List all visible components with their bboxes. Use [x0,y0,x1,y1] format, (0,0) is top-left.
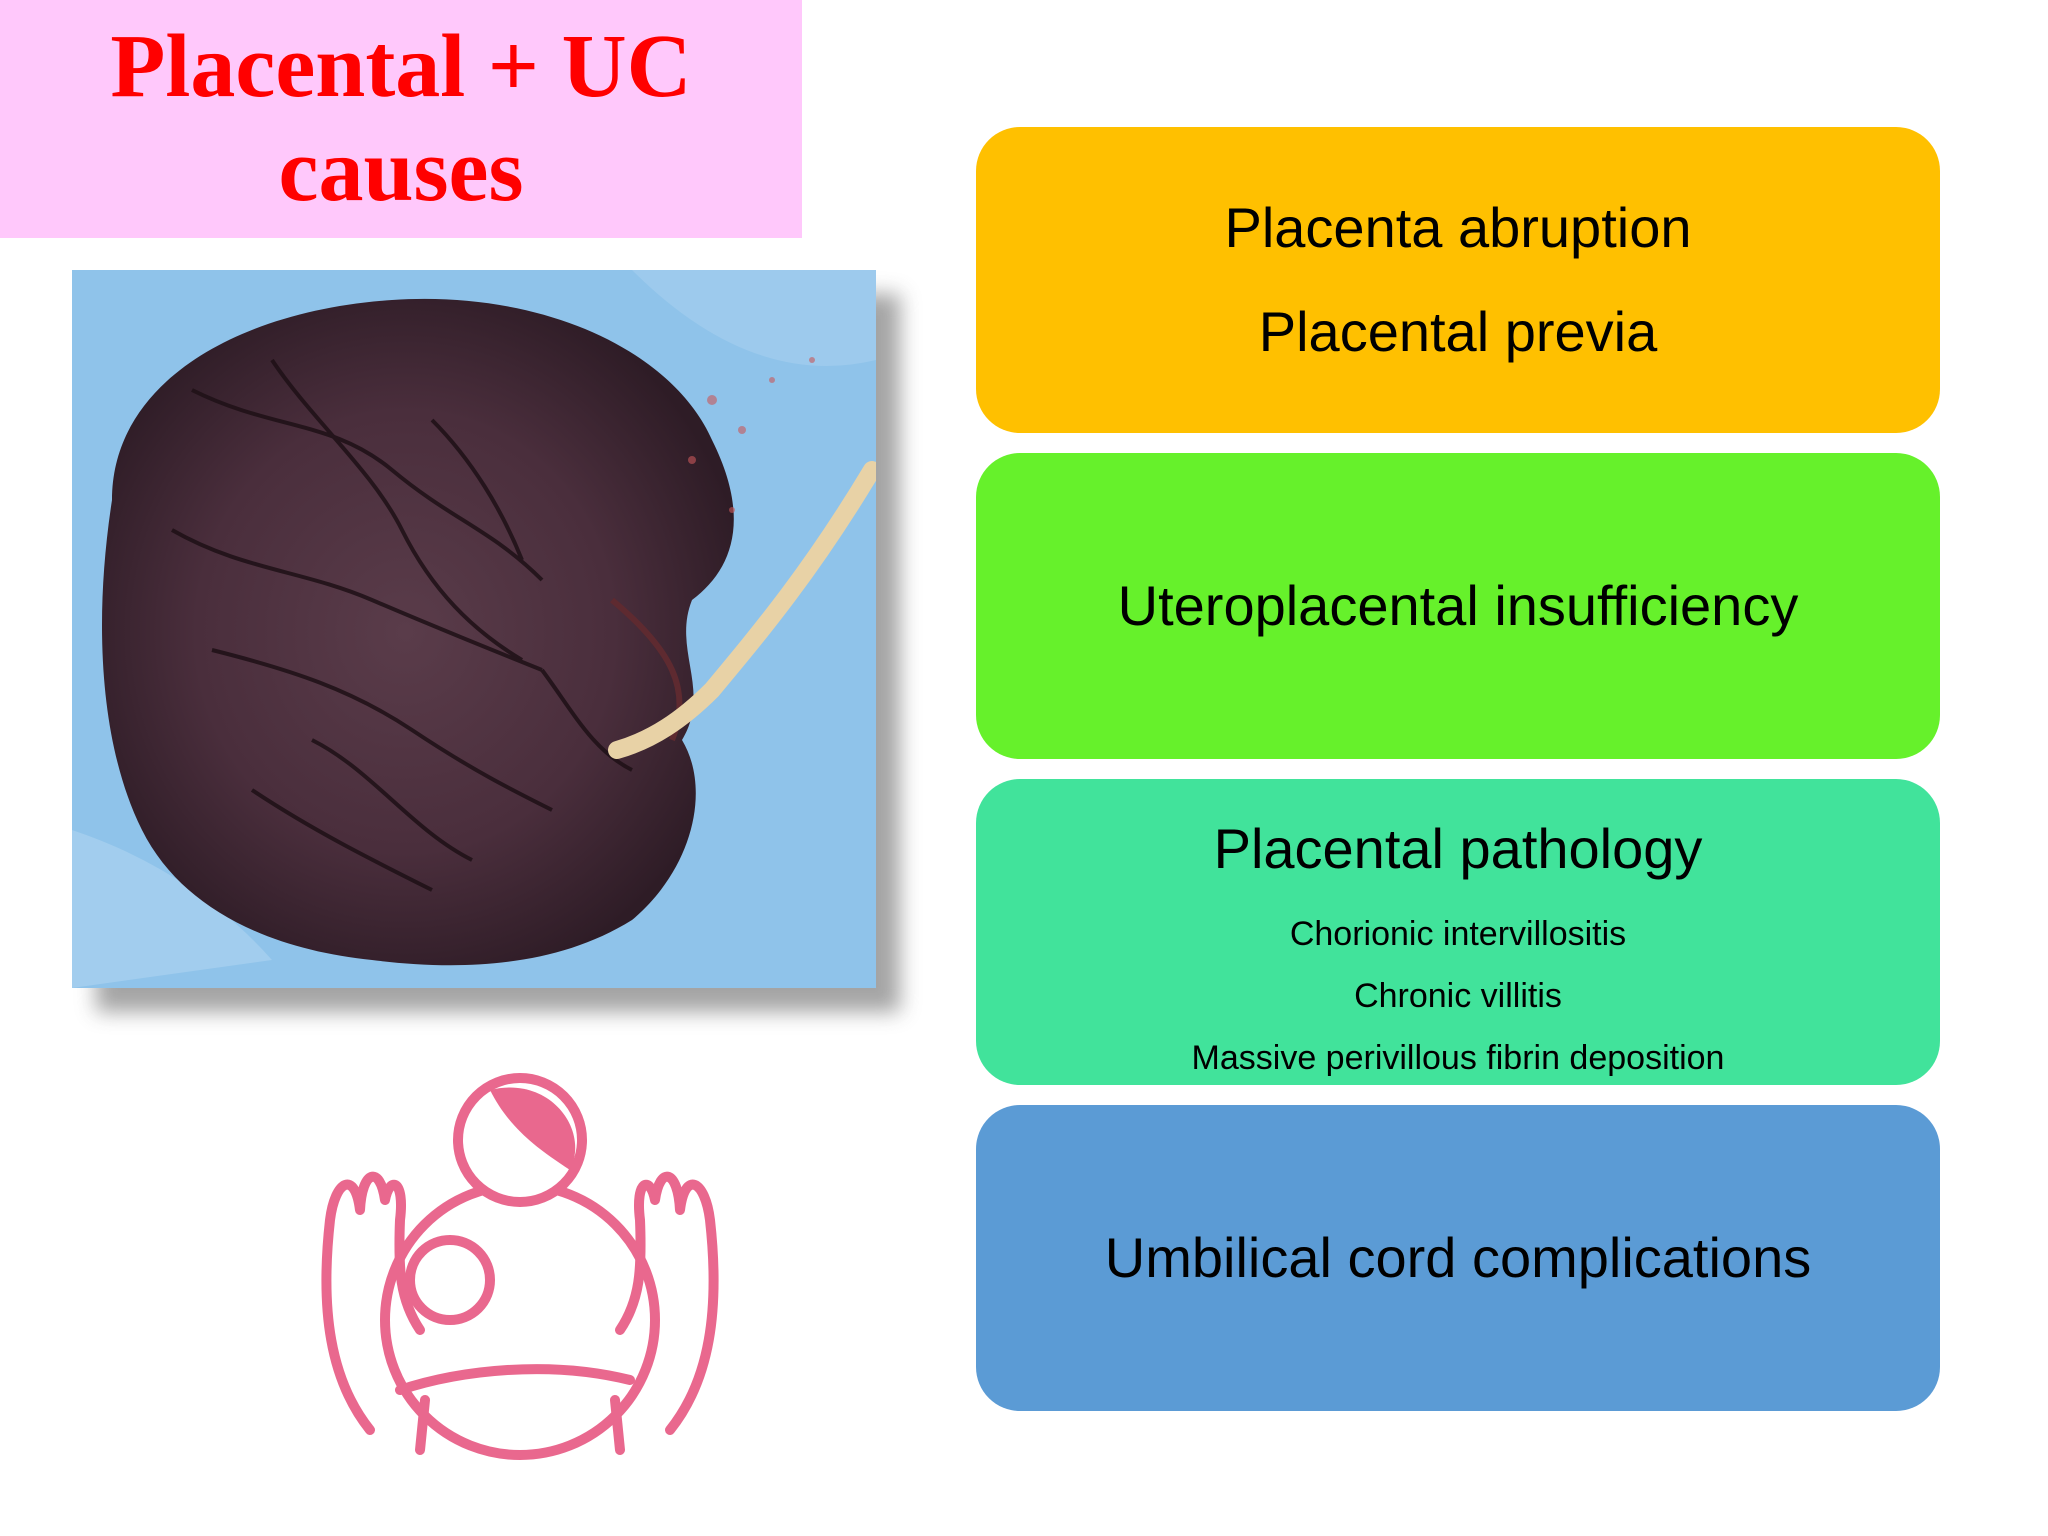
card-2-line-1: Uteroplacental insufficiency [1117,574,1799,637]
card-1-line-2: Placental previa [1258,300,1658,363]
card-3-item-3: Massive perivillous fibrin deposition [1191,1039,1725,1077]
slide-title-line-2: causes [278,121,524,220]
card-umbilical-cord: Umbilical cord complications [976,1105,1940,1411]
card-placental-pathology: Placental pathology Chorionic intervillo… [976,779,1940,1085]
card-1-line-1: Placenta abruption [1224,196,1692,259]
card-3-heading: Placental pathology [1213,817,1703,880]
slide-title-line-1: Placental + UC [110,17,692,116]
card-placental-causes: Placenta abruption Placental previa [976,127,1940,433]
placenta-photo-frame [72,270,900,1012]
card-4-line-1: Umbilical cord complications [1104,1226,1812,1289]
mother-child-hands-icon [300,1070,740,1470]
card-3-item-1: Chorionic intervillositis [1289,915,1627,953]
card-uteroplacental: Uteroplacental insufficiency [976,453,1940,759]
placenta-photo [72,270,876,988]
title-box: Placental + UC causes [0,0,802,238]
card-3-item-2: Chronic villitis [1354,977,1562,1015]
